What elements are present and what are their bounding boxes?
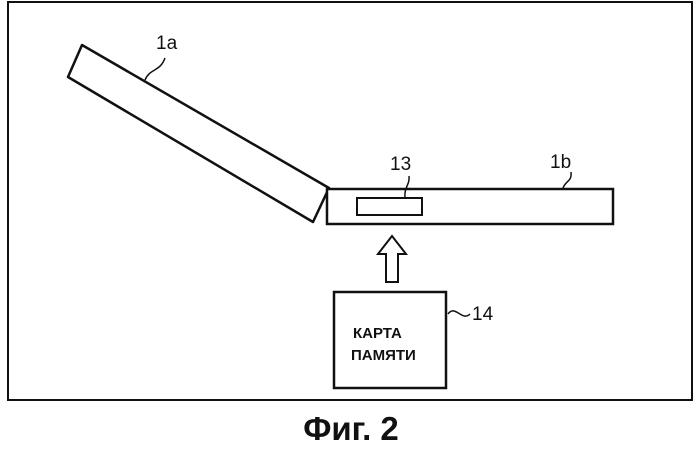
label-slot: 13	[390, 154, 411, 175]
memory-card-text-line1: КАРТА	[353, 325, 402, 342]
laptop-lid	[68, 45, 329, 222]
label-lid: 1a	[156, 33, 178, 54]
leader-line-lid	[145, 58, 165, 80]
leader-line-card	[448, 311, 470, 316]
leader-line-base	[563, 172, 571, 188]
figure-caption: Фиг. 2	[303, 410, 399, 447]
memory-card-text-line2: ПАМЯТИ	[351, 347, 416, 364]
label-card: 14	[472, 304, 494, 325]
insert-arrow-icon	[378, 236, 406, 282]
card-slot	[357, 198, 422, 215]
label-base: 1b	[550, 152, 571, 173]
